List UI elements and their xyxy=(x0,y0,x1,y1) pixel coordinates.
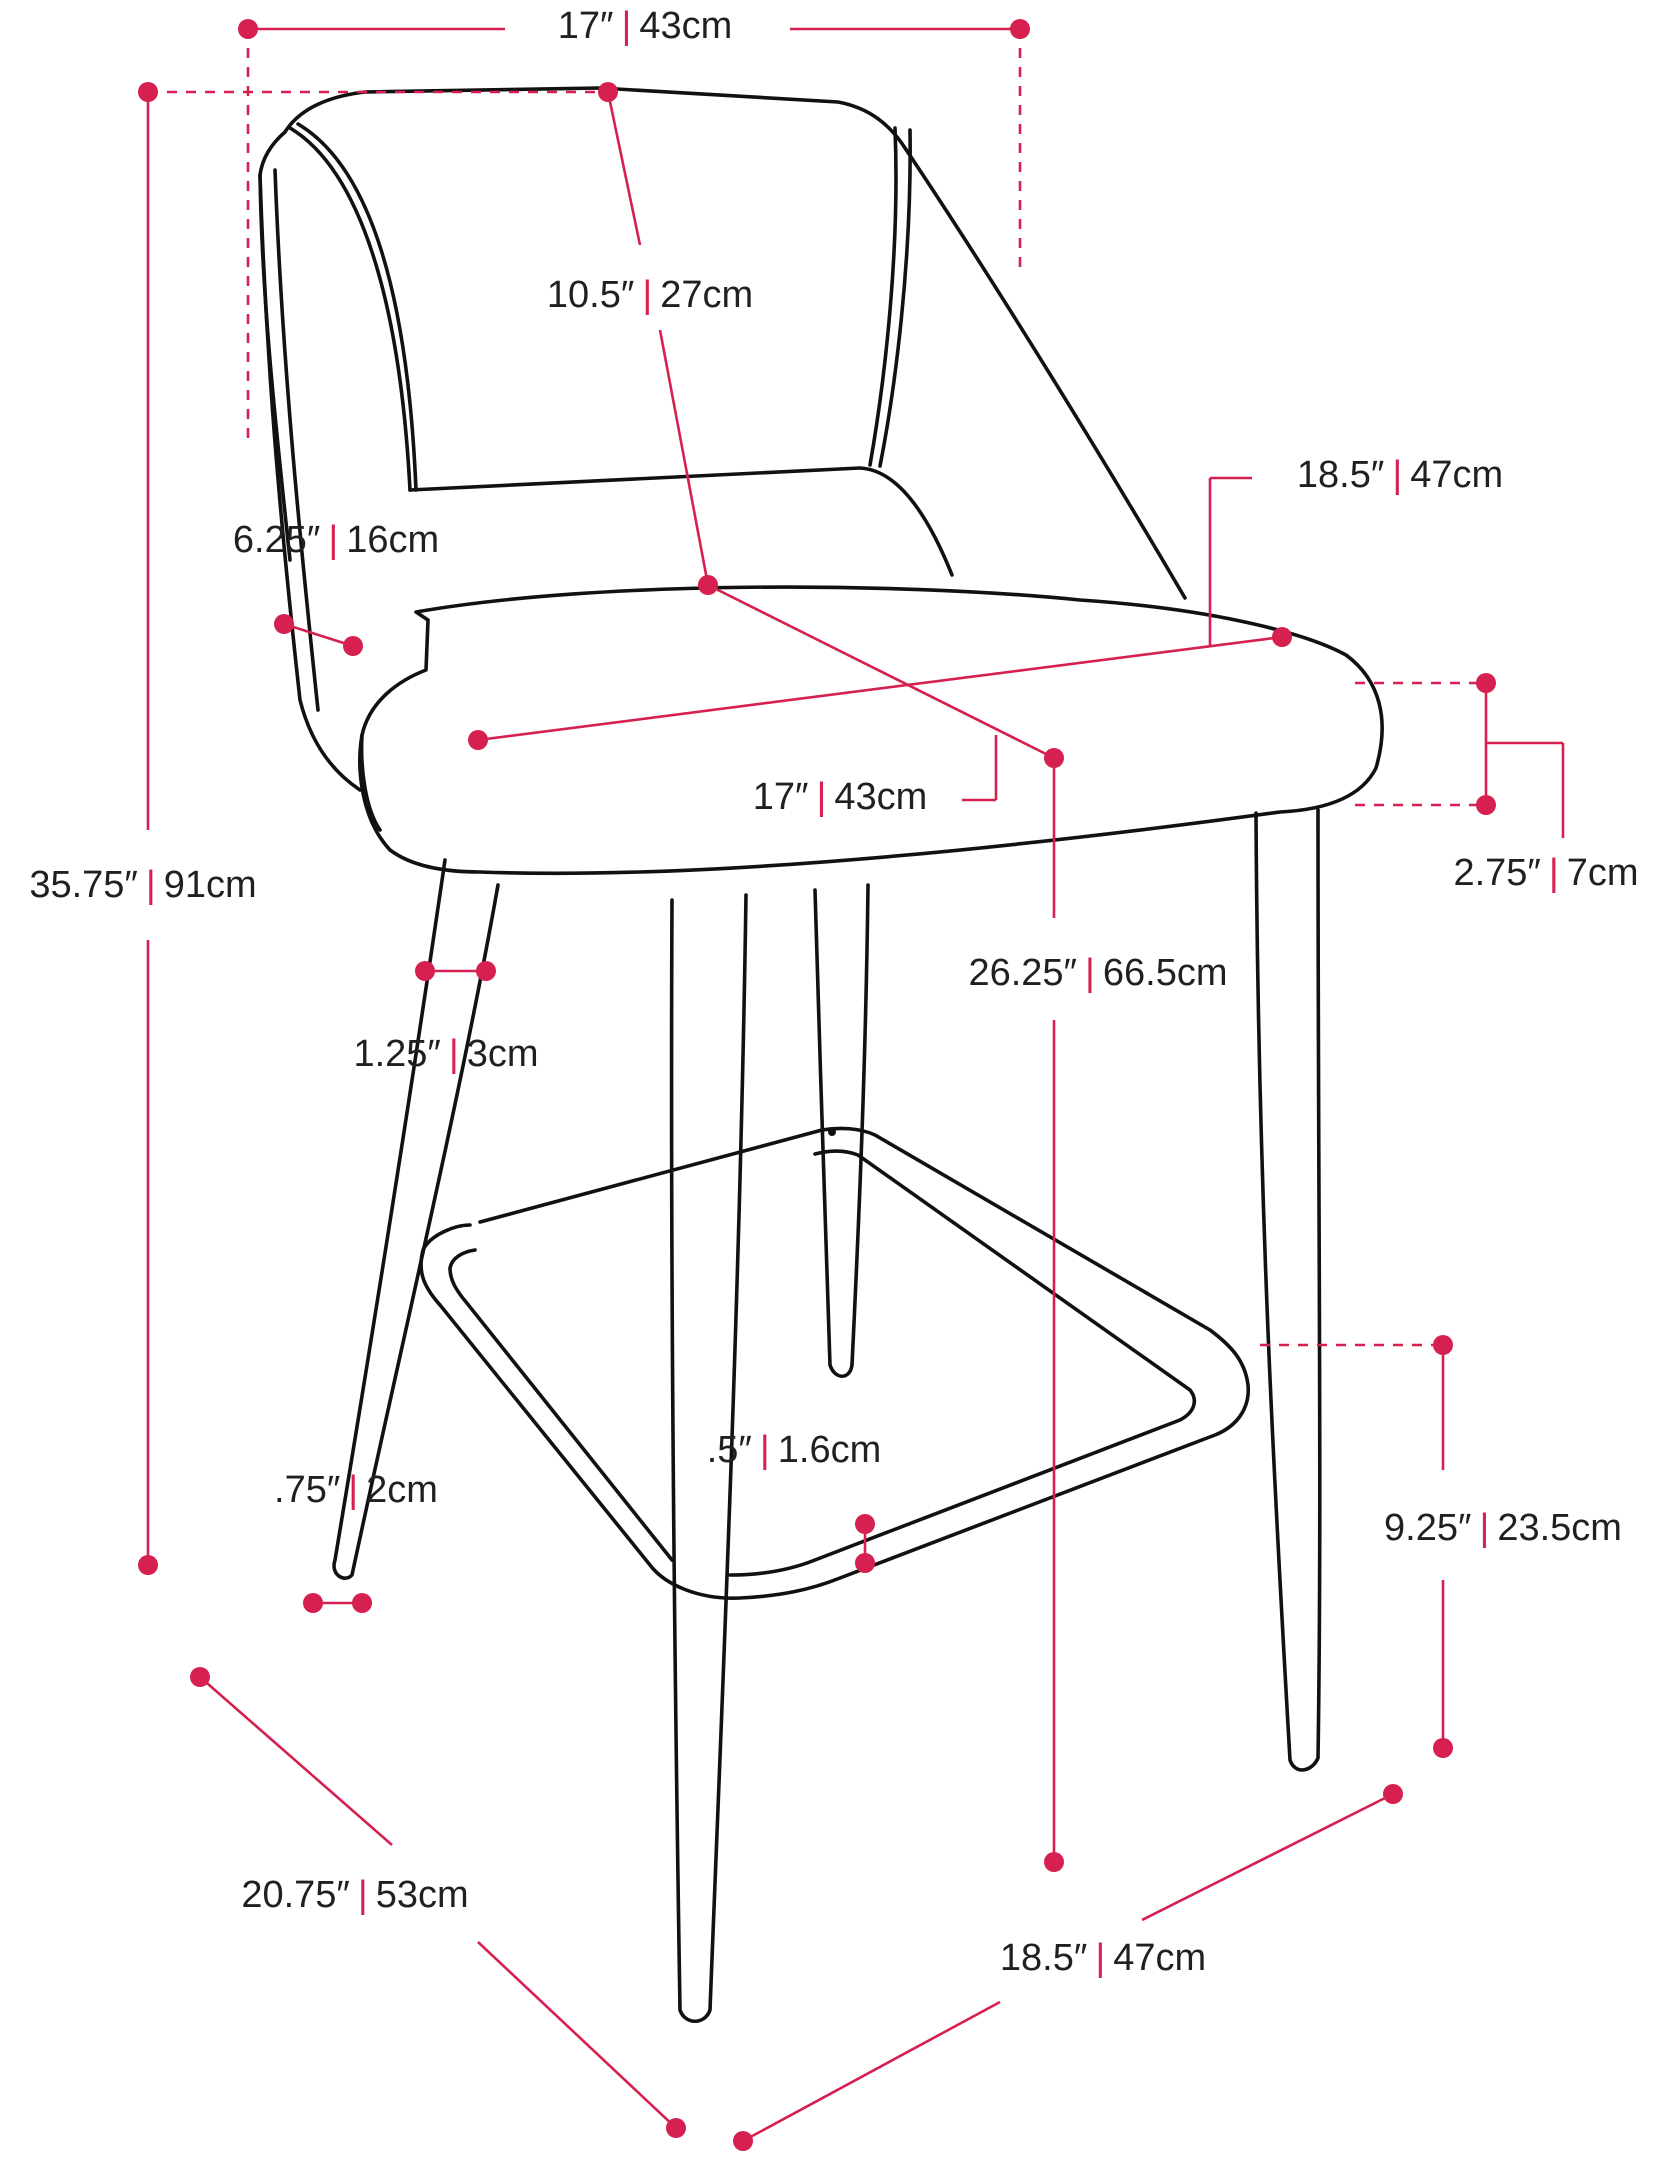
label-leg-width-top: 1.25″|3cm xyxy=(353,1033,538,1075)
label-seat-width: 18.5″|47cm xyxy=(1297,454,1503,496)
label-footrest-tube: .5″|1.6cm xyxy=(707,1429,882,1471)
dimension-lines xyxy=(138,19,1565,2151)
label-cushion-thickness: 2.75″|7cm xyxy=(1453,852,1638,894)
label-overall-height: 35.75″|91cm xyxy=(29,864,256,906)
dimension-labels: 17″|43cm 10.5″|27cm 18.5″|47cm 6.25″|16c… xyxy=(29,5,1638,1979)
label-base-depth: 20.75″|53cm xyxy=(241,1874,468,1916)
bar-stool-drawing xyxy=(258,86,1384,2024)
label-back-thickness: 6.25″|16cm xyxy=(233,519,439,561)
label-back-height: 10.5″|27cm xyxy=(547,274,753,316)
label-leg-width-foot: .75″|2cm xyxy=(274,1469,438,1511)
label-footrest-height: 9.25″|23.5cm xyxy=(1384,1507,1622,1549)
label-base-width: 18.5″|47cm xyxy=(1000,1937,1206,1979)
label-seat-depth: 17″|43cm xyxy=(753,776,928,818)
label-top-width: 17″|43cm xyxy=(558,5,733,47)
label-seat-height: 26.25″|66.5cm xyxy=(968,952,1227,994)
